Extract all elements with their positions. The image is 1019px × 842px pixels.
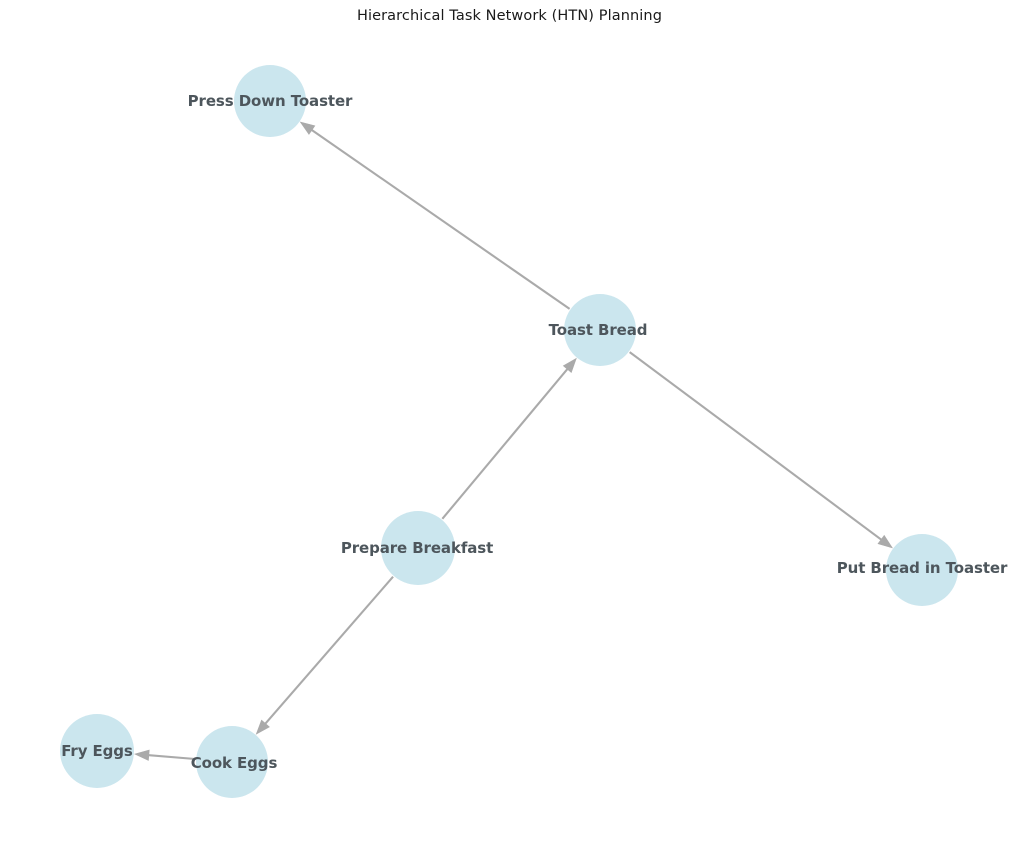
graph-node-toast_bread[interactable] [564, 294, 636, 366]
graph-node-cook_eggs[interactable] [196, 726, 268, 798]
nodes-layer [60, 65, 958, 798]
graph-edge [299, 121, 571, 310]
edge-arrowhead-icon [877, 534, 894, 549]
edge-line [629, 351, 885, 543]
edge-arrowhead-icon [299, 121, 316, 135]
graph-edge [134, 749, 196, 761]
graph-node-put_bread_in_toaster[interactable] [886, 534, 958, 606]
graph-node-fry_eggs[interactable] [60, 714, 134, 788]
graph-edge [441, 357, 577, 520]
edge-arrowhead-icon [255, 719, 270, 735]
edge-arrowhead-icon [134, 749, 150, 761]
edge-line [145, 753, 196, 761]
edge-line [441, 366, 571, 520]
graph-node-press_down_toaster[interactable] [234, 65, 306, 137]
graph-node-prepare_breakfast[interactable] [381, 511, 455, 585]
page-title: Hierarchical Task Network (HTN) Planning [356, 8, 663, 24]
graph-edge [255, 575, 394, 735]
edge-line [308, 127, 571, 310]
edges-layer [134, 121, 894, 761]
edge-line [262, 575, 394, 727]
edge-arrowhead-icon [562, 357, 577, 373]
graph-edge [629, 351, 894, 549]
